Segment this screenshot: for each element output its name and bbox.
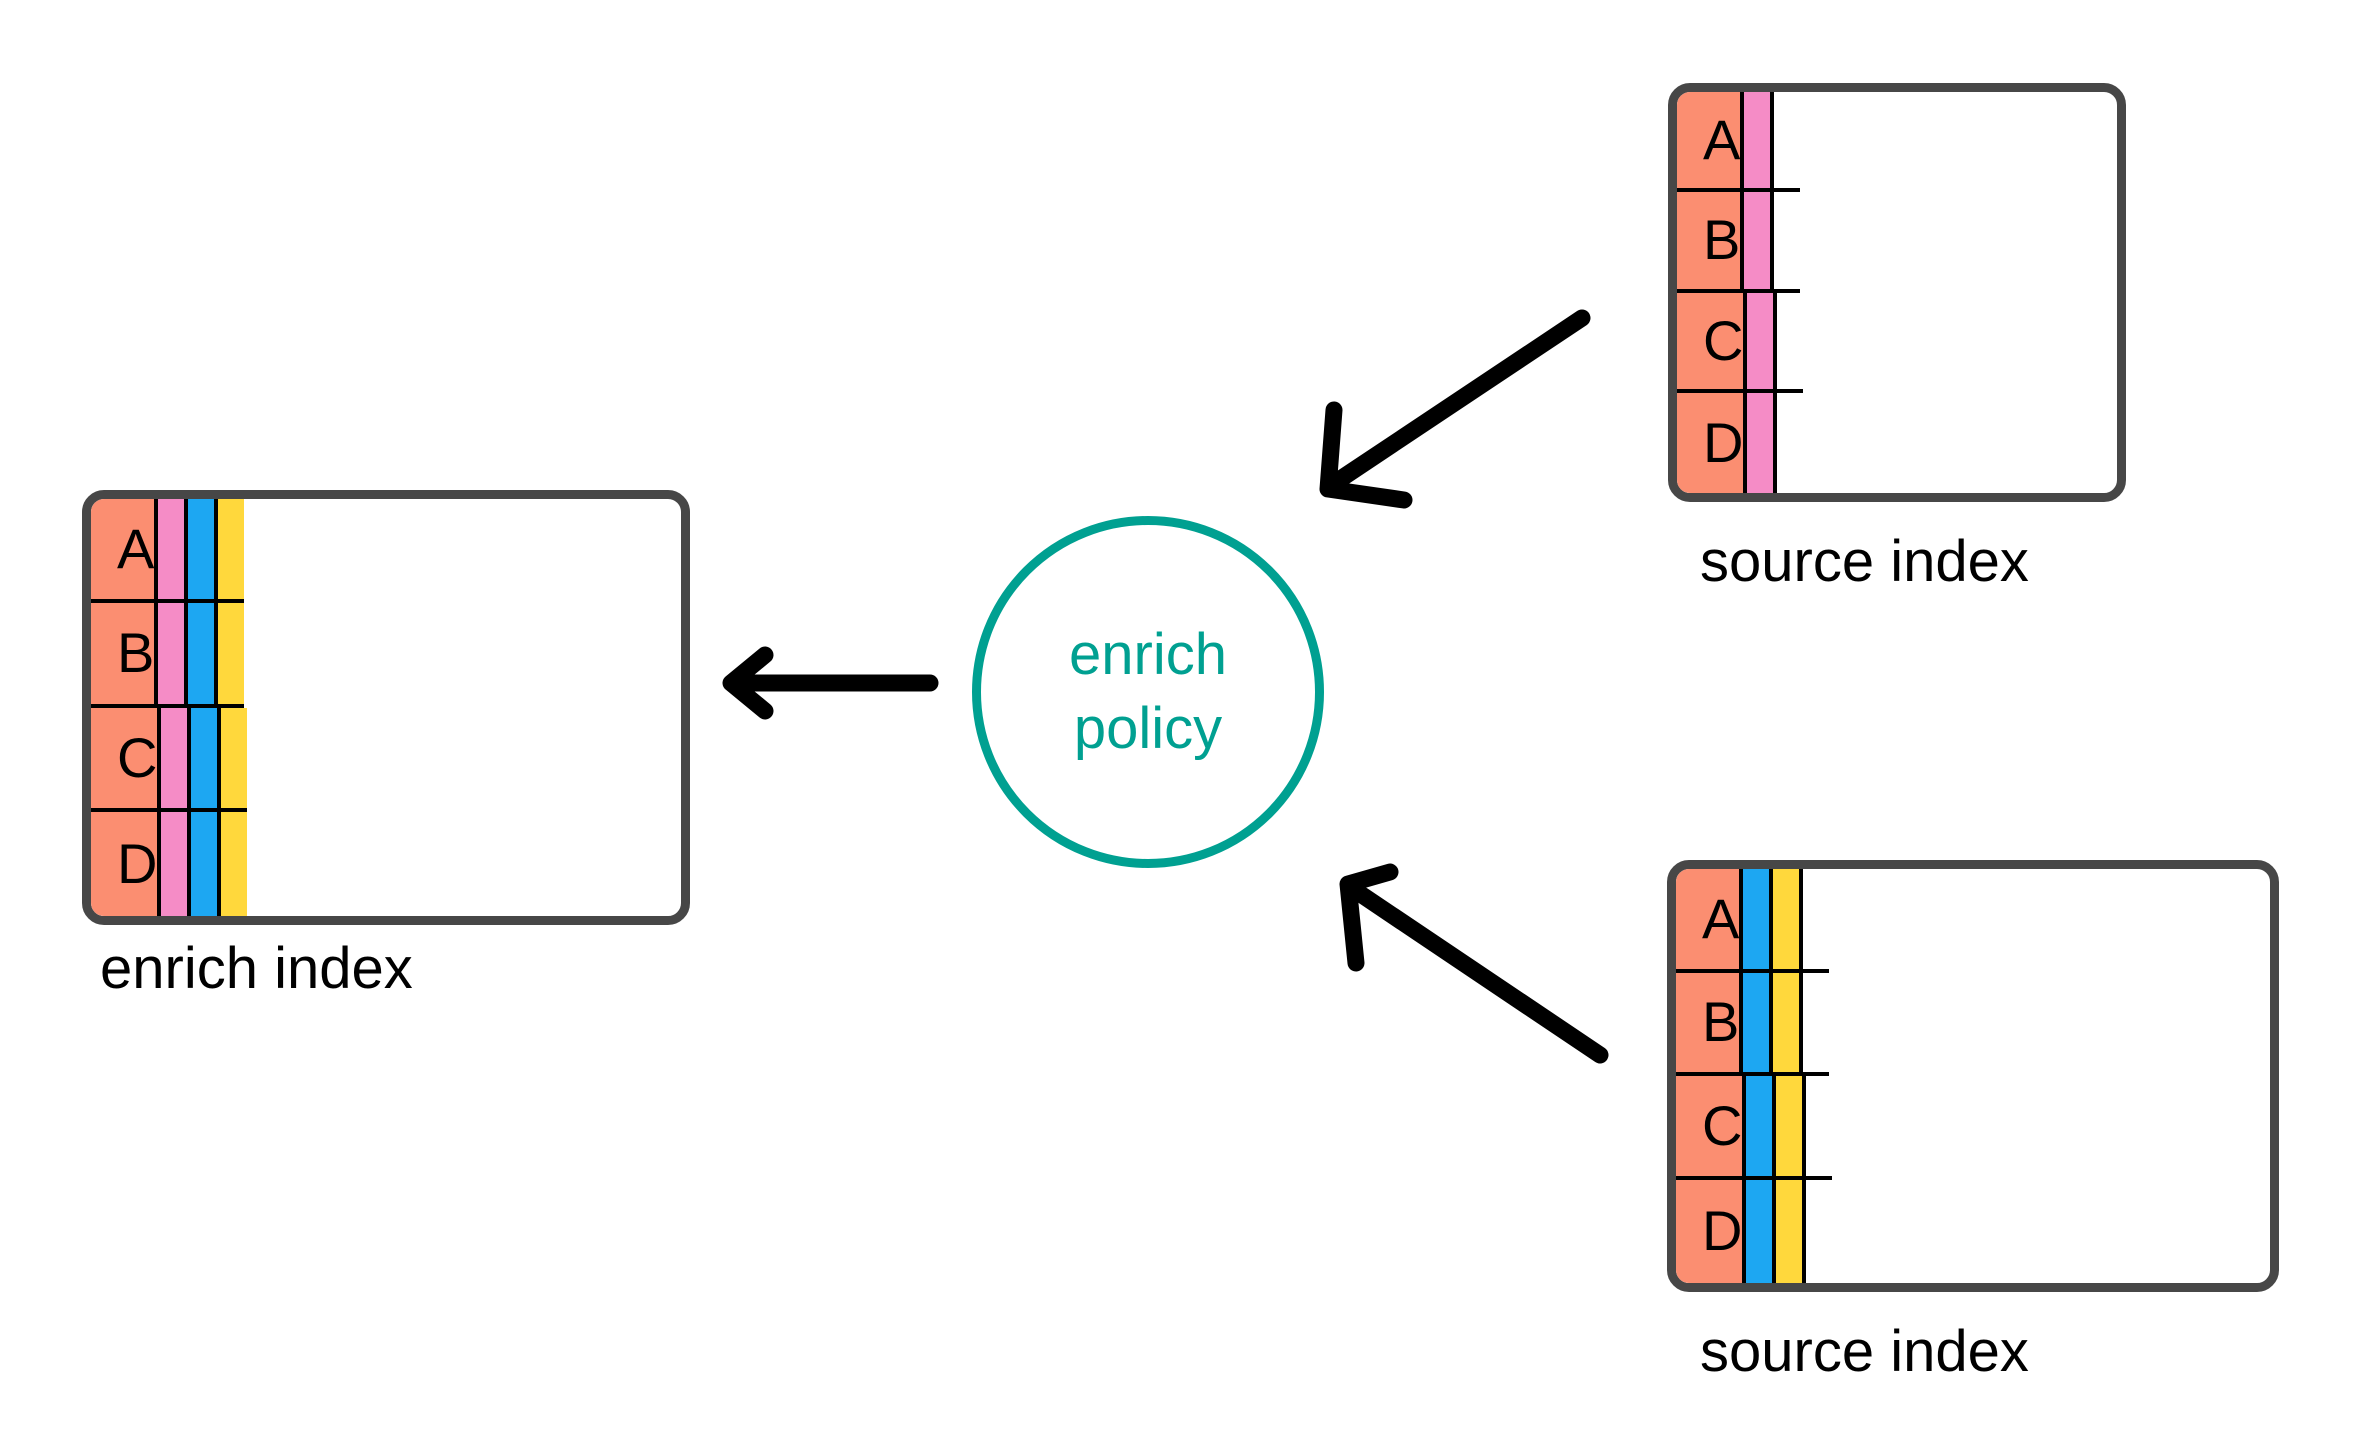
table-row: C	[91, 707, 681, 812]
table-row: D	[91, 811, 681, 916]
table-cell-empty	[1806, 1179, 1833, 1283]
table-cell-key: A	[1677, 92, 1745, 193]
table-cell-pink	[1744, 192, 1775, 293]
table-cell-empty	[1777, 392, 1804, 493]
table-cell-key: B	[1677, 192, 1745, 293]
table-row: A	[1677, 92, 2117, 193]
arrow-source-bottom-to-policy	[1339, 863, 1609, 1064]
table-cell-key: C	[1676, 1076, 1747, 1180]
arrow-source-top-to-policy	[1319, 309, 1591, 509]
table-cell-yellow	[1773, 972, 1804, 1076]
table-cell-yellow	[1776, 1179, 1807, 1283]
table-cell-yellow	[221, 811, 248, 916]
table-cell-pink	[158, 499, 189, 604]
table-row: B	[1676, 972, 2270, 1076]
table-cell-empty	[1806, 1076, 1833, 1180]
table-cell-blue	[191, 707, 222, 812]
table-cell-key: D	[91, 811, 162, 916]
table-cell-yellow	[1776, 1076, 1807, 1180]
source-index-table-top: A B C D	[1668, 83, 2126, 502]
table-row: A	[1676, 869, 2270, 973]
table-cell-pink	[1747, 292, 1778, 393]
table-cell-empty	[1803, 869, 1830, 973]
table-row: A	[91, 499, 681, 604]
enrich-index-caption: enrich index	[100, 936, 413, 1001]
table-cell-blue	[188, 603, 219, 708]
table-cell-blue	[1746, 1076, 1777, 1180]
table-cell-key: A	[91, 499, 159, 604]
table-row: B	[91, 603, 681, 708]
table-cell-pink	[161, 707, 192, 812]
table-cell-pink	[1744, 92, 1775, 193]
table-row: B	[1677, 192, 2117, 293]
table-cell-key: B	[1676, 972, 1744, 1076]
table-cell-pink	[161, 811, 192, 916]
table-cell-blue	[188, 499, 219, 604]
table-cell-key: D	[1676, 1179, 1747, 1283]
source-index-table-bottom: A B C D	[1667, 860, 2279, 1292]
table-cell-key: A	[1676, 869, 1744, 973]
table-cell-yellow	[1773, 869, 1804, 973]
enrich-index-table: A B C D	[82, 490, 690, 925]
table-cell-yellow	[221, 707, 248, 812]
table-cell-key: C	[1677, 292, 1748, 393]
table-cell-key: D	[1677, 392, 1748, 493]
enrich-policy-label-line2: policy	[1073, 696, 1223, 761]
table-cell-blue	[1746, 1179, 1777, 1283]
table-cell-yellow	[218, 499, 245, 604]
table-cell-blue	[191, 811, 222, 916]
table-cell-pink	[158, 603, 189, 708]
table-cell-key: B	[91, 603, 159, 708]
table-row: C	[1676, 1076, 2270, 1180]
table-cell-pink	[1747, 392, 1778, 493]
table-row: D	[1677, 392, 2117, 493]
enrich-policy-node: enrich policy	[972, 516, 1324, 868]
table-cell-empty	[1777, 292, 1804, 393]
enrich-policy-label-line1: enrich	[1069, 621, 1227, 687]
table-cell-empty	[1803, 972, 1830, 1076]
table-row: D	[1676, 1179, 2270, 1283]
source-index-caption-bottom: source index	[1700, 1319, 2029, 1384]
source-index-caption-top: source index	[1700, 529, 2029, 594]
table-cell-blue	[1743, 869, 1774, 973]
table-cell-yellow	[218, 603, 245, 708]
table-cell-key: C	[91, 707, 162, 812]
table-cell-empty	[1774, 92, 1801, 193]
table-row: C	[1677, 292, 2117, 393]
table-cell-empty	[1774, 192, 1801, 293]
arrow-policy-to-enrich-index	[722, 646, 939, 720]
table-cell-blue	[1743, 972, 1774, 1076]
